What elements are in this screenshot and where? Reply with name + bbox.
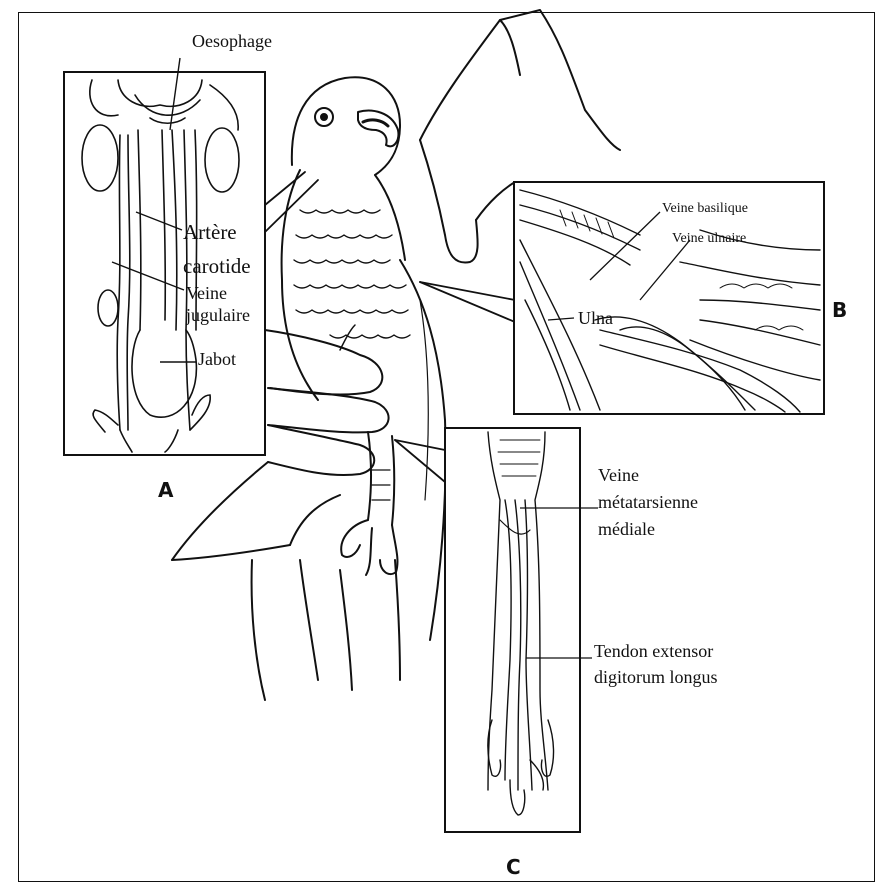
label-tendon-2: digitorum longus <box>594 668 718 687</box>
label-carotide: carotide <box>183 255 251 277</box>
panel-letter-b: B <box>832 298 847 322</box>
label-veine-jugulaire-2: jugulaire <box>186 306 250 325</box>
label-veine-metatarsienne-1: Veine <box>598 466 639 485</box>
parrot-foot <box>341 432 397 575</box>
label-tendon-1: Tendon extensor <box>594 642 713 661</box>
panel-letter-c: C <box>506 855 521 879</box>
label-oesophage: Oesophage <box>192 32 272 51</box>
label-veine-metatarsienne-3: médiale <box>598 520 655 539</box>
label-veine-basilique: Veine basilique <box>662 202 748 217</box>
label-ulna: Ulna <box>578 309 613 328</box>
label-artere: Artère <box>183 221 237 243</box>
label-veine-metatarsienne-2: métatarsienne <box>598 493 698 512</box>
panel-c-inset <box>445 428 598 832</box>
panel-b-inset <box>514 182 824 414</box>
label-veine-jugulaire-1: Veine <box>186 284 227 303</box>
label-jabot: Jabot <box>198 350 236 369</box>
panel-letter-a: A <box>158 478 173 502</box>
label-veine-ulnaire: Veine ulnaire <box>672 232 746 247</box>
